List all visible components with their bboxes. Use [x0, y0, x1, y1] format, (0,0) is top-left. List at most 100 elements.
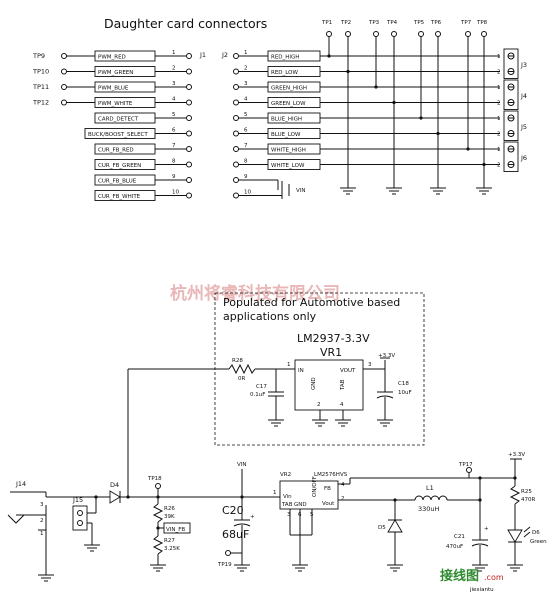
- j15-jack-symbol: [7, 514, 25, 524]
- ground-symbol: [476, 187, 492, 195]
- j1-pin-number: 5: [172, 112, 176, 118]
- vr2-pin-tab: TAB: [281, 502, 293, 508]
- watermark-text: 杭州将睿科技有限公司: [170, 283, 340, 304]
- r25-resistor: [509, 485, 521, 505]
- right-connector-body: [503, 48, 519, 79]
- top-testpoint-circle[interactable]: [373, 31, 379, 37]
- r25-val: 470R: [521, 497, 535, 503]
- right-connector-screw: [507, 145, 515, 153]
- junction-dot: [419, 116, 423, 120]
- junction-dot: [478, 476, 482, 480]
- j1-testpoint-label: TP10: [32, 68, 49, 76]
- j1-testpoint-circle[interactable]: [61, 68, 67, 75]
- right-connector-pin2: 2: [497, 70, 501, 76]
- c18-plate-2: [376, 395, 394, 399]
- j1-netlabel: PWM_WHITE: [98, 101, 133, 107]
- j2-netlabel: BLUE_LOW: [271, 132, 301, 138]
- j1-netlabel: CUR_FB_WHITE: [98, 194, 141, 200]
- vr1-body: [294, 359, 364, 411]
- j1-netlabel: CUR_FB_GREEN: [98, 163, 141, 169]
- right-connector-ref: J6: [520, 154, 527, 162]
- right-connector-pin2: 2: [497, 163, 501, 169]
- j2-netlabel: BLUE_HIGH: [271, 117, 302, 123]
- top-testpoint-circle[interactable]: [391, 31, 397, 37]
- j1-testpoint-label: TP12: [32, 99, 49, 107]
- l1-val: 330uH: [418, 505, 440, 513]
- vr1-pin3: 3: [368, 362, 372, 368]
- c21-val: 470uF: [446, 544, 463, 550]
- vr2-pin-vin: Vin: [283, 494, 292, 500]
- j15-pin-circle: [77, 510, 83, 516]
- j1-pin-number: 2: [172, 66, 176, 72]
- j2-pin-circle: [233, 146, 239, 152]
- j15-pin-circle: [77, 520, 83, 526]
- j1-netlabel: CARD_DETECT: [98, 117, 139, 123]
- j1-testpoint-circle[interactable]: [61, 53, 67, 59]
- j2-pin-number: 1: [244, 50, 248, 56]
- j2-pin-number: 7: [244, 143, 248, 149]
- vr2-num-3: 3: [287, 512, 291, 518]
- vr2-num-1: 1: [273, 490, 277, 496]
- j1-netlabel: PWM_GREEN: [98, 70, 133, 76]
- right-connector-body: [503, 79, 519, 110]
- right-connector-body: [503, 141, 519, 172]
- junction-dot: [513, 476, 517, 480]
- j2-pin-circle: [233, 53, 239, 59]
- top-testpoint-circle[interactable]: [418, 31, 424, 37]
- tp18-circle[interactable]: [155, 483, 161, 489]
- j2-netlabel: RED_LOW: [271, 70, 298, 76]
- r27-resistor: [152, 535, 164, 555]
- ground-symbol: [430, 187, 446, 195]
- tp18-label: TP18: [147, 476, 162, 482]
- top-testpoint-circle[interactable]: [481, 31, 487, 37]
- j1-pin-circle: [186, 68, 192, 75]
- c21-plate-2: [471, 543, 489, 547]
- vr1-pin-tab: TAB: [340, 379, 346, 391]
- j1-testpoint-circle[interactable]: [61, 84, 67, 90]
- j1-pin-number: 7: [172, 143, 176, 149]
- j1-pin-circle: [186, 84, 192, 90]
- vr2-pin-onoff: ON/OFF: [312, 476, 318, 497]
- j2-netlabel: RED_HIGH: [271, 55, 299, 61]
- automotive-note-line1: Populated for Automotive based: [223, 296, 400, 309]
- ground-symbol: [387, 564, 403, 572]
- j1-pin-circle: [186, 130, 192, 137]
- j2-netlabel: GREEN_HIGH: [271, 86, 307, 92]
- j2-pin-number: 6: [244, 128, 248, 134]
- automotive-block: Populated for Automotive based applicati…: [127, 292, 425, 497]
- tp17-circle[interactable]: [466, 467, 472, 473]
- tp19-circle[interactable]: [225, 550, 231, 556]
- ground-symbol: [292, 564, 308, 572]
- top-testpoint-circle[interactable]: [326, 31, 332, 37]
- right-connector-ref: J3: [520, 61, 527, 69]
- right-connector-ref: J4: [520, 92, 527, 100]
- top-testpoint-circle[interactable]: [465, 31, 471, 37]
- j2-pin-number: 3: [244, 81, 248, 87]
- top-testpoint-label: TP3: [368, 20, 380, 26]
- right-connector-pin2: 2: [497, 101, 501, 107]
- logo-url: jiexiantu: [469, 587, 494, 593]
- top-testpoint-circle[interactable]: [345, 31, 351, 37]
- r28-ref: R28: [232, 358, 243, 364]
- vin-label: VIN: [237, 462, 247, 468]
- r26-val: 39K: [164, 514, 175, 520]
- j15-pin2: 2: [40, 518, 44, 524]
- j15-ref: J15: [72, 496, 83, 504]
- ground-symbol: [38, 574, 54, 582]
- d6-led: [507, 529, 523, 543]
- j1-pin-number: 9: [172, 174, 176, 180]
- ground-symbol: [386, 187, 402, 195]
- j2-pin-number: 2: [244, 66, 248, 72]
- right-connector-screw: [507, 68, 515, 75]
- ground-symbol: [335, 419, 351, 427]
- j2-pin-number: 10: [244, 190, 251, 196]
- j2-netlabel: WHITE_LOW: [271, 163, 305, 169]
- vin-fb-netlabel: [163, 522, 191, 534]
- c20-plus: +: [250, 514, 255, 520]
- l1-inductor: [414, 495, 448, 501]
- r25-ref: R25: [521, 489, 532, 495]
- top-testpoint-circle[interactable]: [435, 31, 441, 37]
- j1-testpoint-circle[interactable]: [61, 99, 67, 106]
